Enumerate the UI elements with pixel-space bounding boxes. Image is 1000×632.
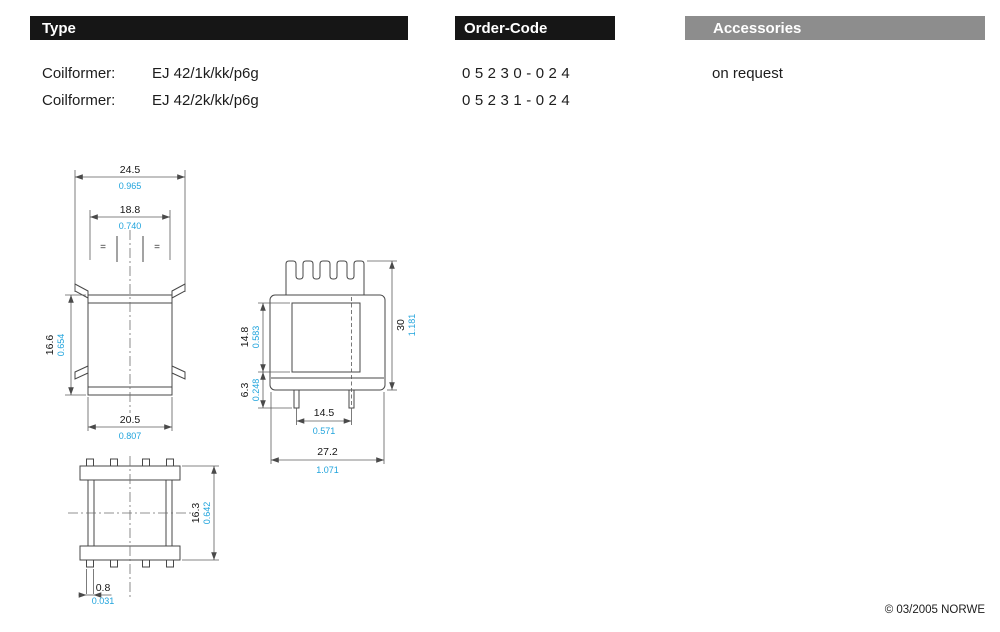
side-body-outline	[269, 294, 386, 391]
equal-spacing-mark-right: =	[154, 242, 160, 253]
dim-18-8-mm: 18.8	[120, 204, 141, 216]
dim-16-3-mm: 16.3	[190, 503, 202, 524]
dim-24-5-inch: 0.965	[119, 181, 142, 191]
front-pin-bottom-right	[171, 365, 186, 380]
bottom-dim-depth: 16.3 0.642	[182, 465, 219, 561]
side-pin-comb	[285, 260, 365, 295]
accessories-header-bar: Accessories	[685, 16, 985, 40]
dim-16-3-inch: 0.642	[202, 502, 212, 525]
type-header-label: Type	[42, 19, 76, 37]
dim-14-8-inch: 0.583	[251, 326, 261, 349]
dim-24-5-mm: 24.5	[120, 164, 141, 176]
product-1-order-code: 05230-024	[462, 65, 575, 82]
side-dim-window-height: 14.8 0.583	[239, 302, 290, 373]
dim-16-6-inch: 0.654	[56, 334, 66, 357]
order-code-header-bar: Order-Code	[455, 16, 615, 40]
order-code-header-label: Order-Code	[464, 19, 548, 37]
dim-27-2-mm: 27.2	[317, 446, 338, 458]
front-pin-top-right	[171, 283, 186, 299]
front-dim-flange-width: 18.8 0.740	[89, 204, 171, 260]
bottom-pin-top-2	[110, 458, 118, 467]
side-solder-pin-left	[293, 389, 300, 409]
bottom-pin-top-4	[166, 458, 174, 467]
front-pin-bottom-left	[74, 365, 89, 380]
product-2-type: EJ 42/2k/kk/p6g	[152, 92, 259, 109]
dim-20-5-inch: 0.807	[119, 431, 142, 441]
side-solder-pin-right	[348, 389, 355, 409]
dim-30-mm: 30	[395, 319, 407, 331]
product-2-order-code: 05231-024	[462, 92, 575, 109]
side-dim-pin-length: 6.3 0.248	[239, 372, 292, 409]
product-1-category: Coilformer:	[42, 65, 116, 82]
product-1-accessories: on request	[712, 65, 783, 82]
product-2-category: Coilformer:	[42, 92, 116, 109]
front-dim-height: 16.6 0.654	[44, 294, 86, 396]
dim-0-8-inch: 0.031	[92, 596, 115, 606]
dim-30-inch: 1.181	[407, 314, 417, 337]
dim-27-2-inch: 1.071	[316, 465, 339, 475]
dim-6-3-mm: 6.3	[239, 383, 251, 398]
bottom-dim-pin-thickness: 0.8 0.031	[78, 569, 115, 606]
dim-20-5-mm: 20.5	[120, 414, 141, 426]
front-dim-body-width: 20.5 0.807	[87, 397, 173, 441]
copyright-notice: © 03/2005 NORWE	[884, 604, 985, 616]
dim-16-6-mm: 16.6	[44, 335, 56, 356]
front-pin-top-left	[74, 283, 89, 299]
dim-0-8-mm: 0.8	[96, 582, 111, 594]
bottom-view: 16.3 0.642 0.8 0.031	[68, 456, 219, 606]
front-view: 24.5 0.965 18.8 0.740 = = 16.6 0.654	[44, 164, 186, 441]
side-dim-pin-spacing: 14.5 0.571	[296, 407, 352, 436]
side-winding-window	[291, 302, 361, 373]
bottom-pin-bottom-1	[86, 559, 94, 568]
side-view: 14.8 0.583 6.3 0.248 30 1.181 14.5	[239, 260, 417, 475]
product-1-type: EJ 42/1k/kk/p6g	[152, 65, 259, 82]
side-dim-overall-width: 27.2 1.071	[270, 392, 385, 475]
dim-18-8-inch: 0.740	[119, 221, 142, 231]
bottom-pin-top-1	[86, 458, 94, 467]
dim-14-8-mm: 14.8	[239, 327, 251, 348]
front-body-outline	[87, 294, 173, 396]
dim-6-3-inch: 0.248	[251, 379, 261, 402]
dim-14-5-mm: 14.5	[314, 407, 335, 419]
bottom-pin-bottom-4	[166, 559, 174, 568]
equal-spacing-mark-left: =	[100, 242, 106, 253]
front-dim-overall-width: 24.5 0.965	[74, 164, 186, 292]
side-dim-overall-height: 30 1.181	[367, 260, 417, 391]
type-header-bar: Type	[30, 16, 408, 40]
bottom-pin-bottom-3	[142, 559, 150, 568]
bottom-pin-bottom-2	[110, 559, 118, 568]
dim-14-5-inch: 0.571	[313, 426, 336, 436]
accessories-header-label: Accessories	[713, 19, 802, 37]
bottom-pin-top-3	[142, 458, 150, 467]
